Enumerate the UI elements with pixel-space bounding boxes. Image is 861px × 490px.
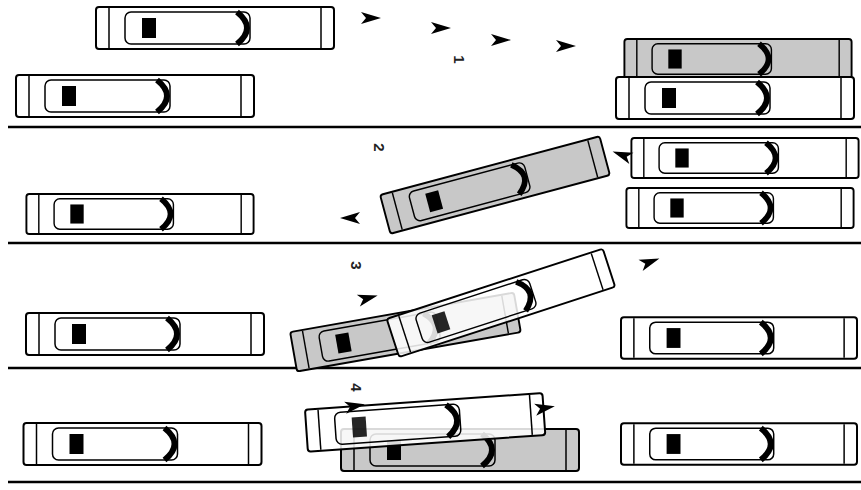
curb-line xyxy=(8,127,861,482)
step-number: 3 xyxy=(349,261,364,269)
step-number: 2 xyxy=(372,143,387,151)
step-number: 1 xyxy=(452,55,467,63)
step-number: 4 xyxy=(349,383,364,391)
